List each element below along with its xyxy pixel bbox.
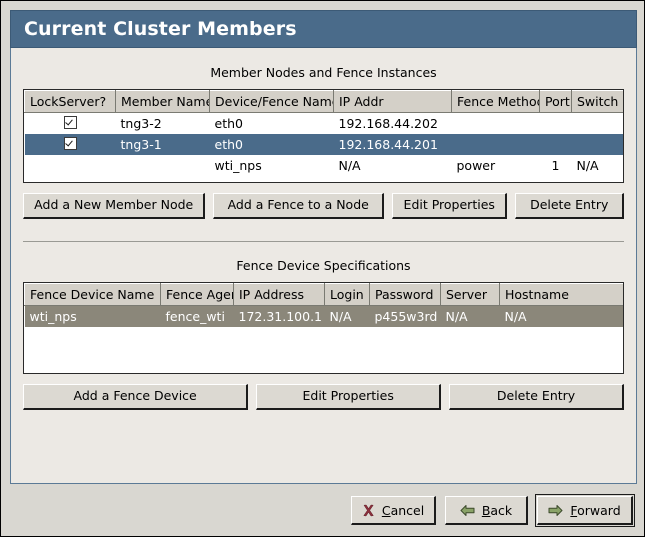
cell-server: N/A (440, 305, 500, 327)
fence-section-title: Fence Device Specifications (236, 258, 411, 273)
add-new-member-node-button[interactable]: Add a New Member Node (23, 193, 206, 219)
col-header-fence-device-name[interactable]: Fence Device Name (24, 283, 161, 306)
col-header-ip-address[interactable]: IP Address (233, 283, 325, 306)
members-section-title: Member Nodes and Fence Instances (210, 65, 437, 80)
cell-member-name: tng3-2 (115, 112, 210, 134)
col-header-hostname[interactable]: Hostname (499, 283, 623, 306)
fence-actions-button-row: Add a Fence Device Edit Properties Delet… (23, 384, 624, 410)
cell-fence-method: power (451, 155, 540, 176)
table-row[interactable]: wti_nps fence_wti 172.31.100.1 N/A p455w… (24, 305, 623, 327)
forward-button[interactable]: Forward (535, 494, 635, 527)
col-header-member-name[interactable]: Member Name (115, 90, 210, 113)
fence-table-header-row: Fence Device Name Fence Agent IP Address… (24, 283, 623, 306)
cell-switch (571, 134, 623, 155)
close-x-icon (362, 504, 375, 517)
cell-ip-addr: 192.168.44.202 (333, 112, 452, 134)
col-header-switch[interactable]: Switch (571, 90, 623, 113)
add-fence-device-button[interactable]: Add a Fence Device (23, 384, 249, 410)
checkbox-checked-icon[interactable] (63, 116, 77, 129)
delete-entry-button-members[interactable]: Delete Entry (515, 193, 624, 219)
back-button[interactable]: Back (445, 496, 528, 525)
col-header-fence-method[interactable]: Fence Method (451, 90, 540, 113)
table-row[interactable]: tng3-2 eth0 192.168.44.202 (24, 112, 623, 134)
cell-port (539, 112, 572, 134)
member-table-filler (24, 176, 623, 182)
edit-properties-button-members[interactable]: Edit Properties (392, 193, 508, 219)
col-header-ip-addr[interactable]: IP Addr (333, 90, 452, 113)
cell-password: p455w3rd (369, 305, 441, 327)
back-button-label: Back (481, 502, 513, 518)
cell-device-name: eth0 (209, 112, 334, 134)
cell-login: N/A (324, 305, 370, 327)
cell-ip-addr: 192.168.44.201 (333, 134, 452, 155)
fence-device-table: Fence Device Name Fence Agent IP Address… (24, 283, 623, 327)
forward-button-label: Forward (570, 502, 621, 518)
edit-properties-button-fence[interactable]: Edit Properties (256, 384, 442, 410)
arrow-right-icon (548, 504, 563, 517)
col-header-device-fence-name[interactable]: Device/Fence Name (209, 90, 334, 113)
cell-member-name (115, 155, 210, 176)
col-header-fence-agent[interactable]: Fence Agent (160, 283, 234, 306)
cell-device-name: wti_nps (209, 155, 334, 176)
cell-device-name: eth0 (209, 134, 334, 155)
cell-ip-address: 172.31.100.1 (233, 305, 325, 327)
arrow-left-icon (460, 504, 475, 517)
delete-entry-button-fence[interactable]: Delete Entry (449, 384, 624, 410)
cell-fence-method (451, 112, 540, 134)
cell-fence-method (451, 134, 540, 155)
cell-ip-addr: N/A (333, 155, 452, 176)
cell-port (539, 134, 572, 155)
cell-lockserver[interactable] (24, 134, 116, 155)
member-nodes-table-container: LockServer? Member Name Device/Fence Nam… (23, 89, 624, 183)
cell-lockserver (24, 155, 116, 176)
add-fence-to-node-button[interactable]: Add a Fence to a Node (213, 193, 384, 219)
col-header-lockserver[interactable]: LockServer? (24, 90, 116, 113)
content-panel: Member Nodes and Fence Instances LockSer… (10, 48, 637, 484)
footer-button-row: Cancel Back Forward (351, 494, 635, 527)
cell-port: 1 (539, 155, 572, 176)
section-separator (23, 241, 624, 242)
cell-fence-device-name: wti_nps (24, 305, 161, 327)
cancel-button-label: Cancel (381, 502, 425, 518)
member-table-header-row: LockServer? Member Name Device/Fence Nam… (24, 90, 623, 113)
col-header-password[interactable]: Password (369, 283, 441, 306)
table-row[interactable]: tng3-1 eth0 192.168.44.201 (24, 134, 623, 155)
col-header-login[interactable]: Login (324, 283, 370, 306)
col-header-port[interactable]: Port (539, 90, 572, 113)
window-title-bar: Current Cluster Members (10, 10, 637, 48)
fence-table-filler (24, 327, 623, 373)
window-title: Current Cluster Members (24, 18, 297, 40)
col-header-server[interactable]: Server (440, 283, 500, 306)
cell-switch (571, 112, 623, 134)
cell-fence-agent: fence_wti (160, 305, 234, 327)
fence-device-table-container: Fence Device Name Fence Agent IP Address… (23, 282, 624, 374)
cell-hostname: N/A (499, 305, 623, 327)
checkbox-checked-icon[interactable] (63, 137, 77, 150)
cell-lockserver[interactable] (24, 112, 116, 134)
cell-member-name: tng3-1 (115, 134, 210, 155)
member-actions-button-row: Add a New Member Node Add a Fence to a N… (23, 193, 624, 219)
cancel-button[interactable]: Cancel (351, 496, 436, 525)
dialog-footer: Cancel Back Forward (2, 485, 644, 536)
cell-switch: N/A (571, 155, 623, 176)
table-row[interactable]: wti_nps N/A power 1 N/A (24, 155, 623, 176)
member-nodes-table: LockServer? Member Name Device/Fence Nam… (24, 90, 623, 176)
